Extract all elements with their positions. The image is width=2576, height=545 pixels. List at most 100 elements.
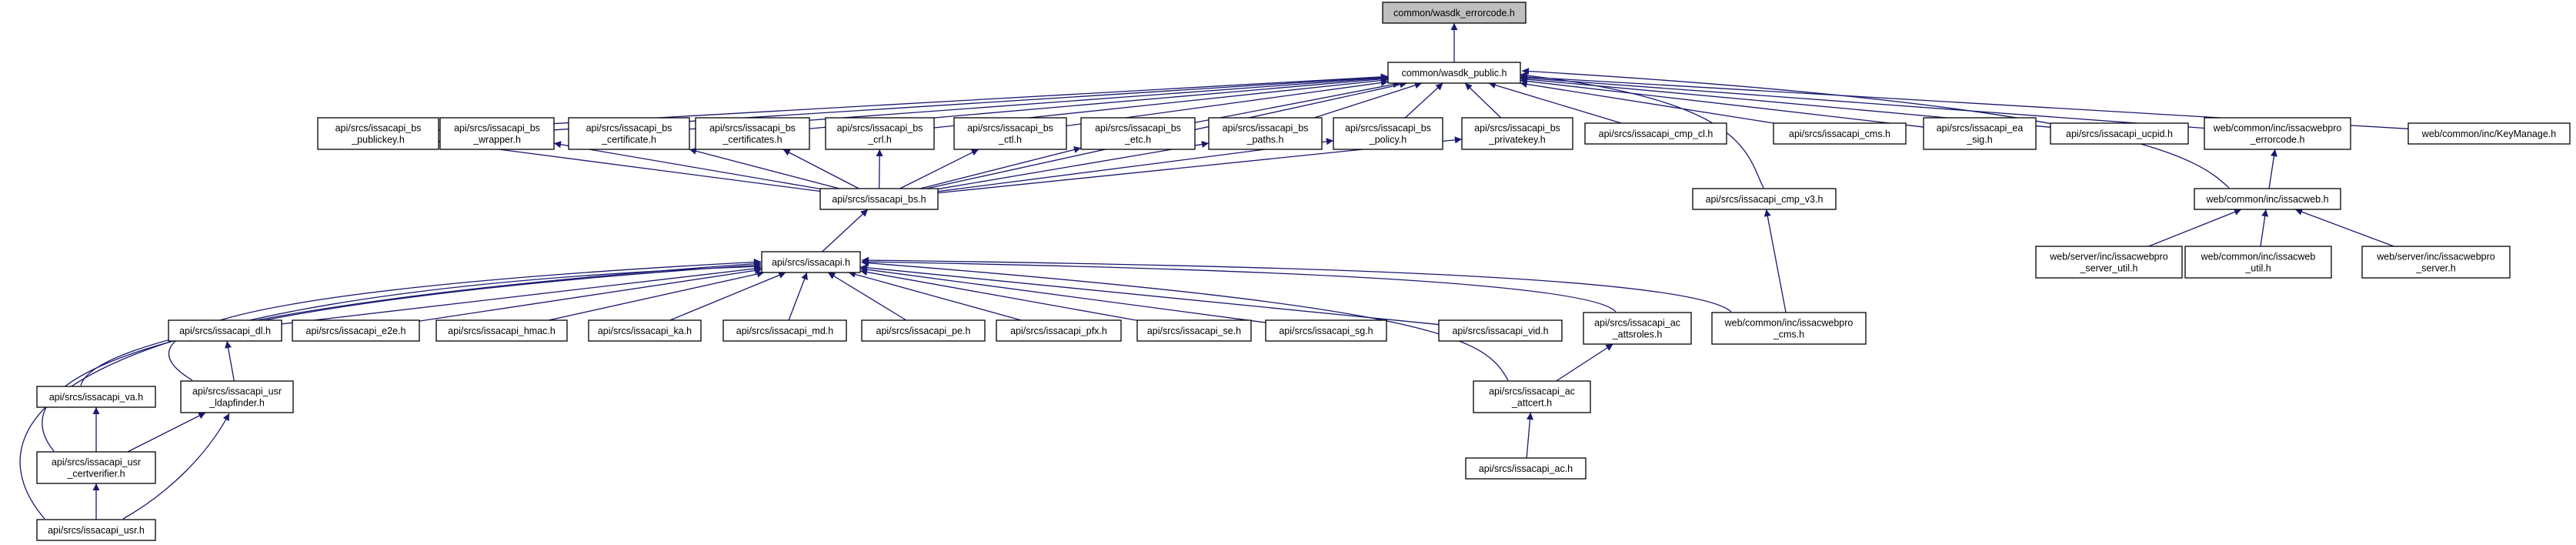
edge-ac_attcert-to-issacapi: [861, 259, 1509, 381]
node-dl[interactable]: api/srcs/issacapi_dl.h: [168, 319, 282, 342]
node-label-line: _certificate.h: [601, 135, 656, 145]
edge-usr-to-usr_ldapfinder: [122, 413, 230, 520]
node-box: [180, 380, 294, 413]
node-webpro-server[interactable]: web/server/inc/issacwebpro_server.h: [2361, 246, 2511, 279]
node-box: [1473, 380, 1591, 413]
node-label-line: _errorcode.h: [2250, 135, 2305, 145]
edge-cmp_cl-to-public: [1488, 82, 1622, 124]
node-box: [2035, 246, 2183, 279]
node-label-line: common/wasdk_errorcode.h: [1393, 8, 1515, 18]
node-bs-ctl[interactable]: api/srcs/issacapi_bs_ctl.h: [953, 117, 1067, 150]
node-label-line: web/server/inc/issacwebpro: [2049, 252, 2168, 262]
node-bs-certificates[interactable]: api/srcs/issacapi_bs_certificates.h: [695, 117, 810, 150]
node-sg[interactable]: api/srcs/issacapi_sg.h: [1265, 319, 1387, 342]
edge-webpro_errorcode-to-public: [1520, 74, 2205, 129]
node-bs[interactable]: api/srcs/issacapi_bs.h: [819, 188, 939, 210]
node-pe[interactable]: api/srcs/issacapi_pe.h: [861, 319, 986, 342]
edge-ka-to-issacapi: [669, 272, 786, 321]
node-box: [568, 117, 690, 150]
node-box: [1461, 117, 1573, 150]
node-label-line: _certverifier.h: [66, 469, 125, 480]
edge-usr-to-issacapi: [19, 262, 762, 520]
node-server-util[interactable]: web/server/inc/issacwebpro_server_util.h: [2035, 246, 2183, 279]
node-e2e[interactable]: api/srcs/issacapi_e2e.h: [292, 319, 420, 342]
edge-issacweb-to-webpro_errorcode: [2268, 149, 2277, 189]
node-bs-privatekey[interactable]: api/srcs/issacapi_bs_privatekey.h: [1461, 117, 1573, 150]
node-se[interactable]: api/srcs/issacapi_se.h: [1136, 319, 1252, 342]
node-label-line: _etc.h: [1124, 135, 1151, 145]
node-hmac[interactable]: api/srcs/issacapi_hmac.h: [435, 319, 568, 342]
node-label-line: api/srcs/issacapi_pe.h: [876, 326, 971, 336]
node-box: [435, 319, 568, 342]
edge-dl-to-issacapi: [281, 265, 762, 325]
node-bs-etc[interactable]: api/srcs/issacapi_bs_etc.h: [1080, 117, 1196, 150]
node-cms[interactable]: api/srcs/issacapi_cms.h: [1773, 122, 1907, 145]
node-label-line: _wrapper.h: [472, 135, 521, 145]
node-label-line: api/srcs/issacapi_bs.h: [832, 194, 926, 205]
edge-vid-to-issacapi: [859, 264, 1440, 326]
nodes-layer: common/wasdk_errorcode.h common/wasdk_pub…: [36, 2, 2571, 541]
node-issacapi[interactable]: api/srcs/issacapi.h: [761, 251, 861, 273]
node-bs-paths[interactable]: api/srcs/issacapi_bs_paths.h: [1208, 117, 1323, 150]
edge-bs-to-bs_paths: [937, 140, 1210, 190]
node-bs-certificate[interactable]: api/srcs/issacapi_bs_certificate.h: [568, 117, 690, 150]
node-web-util[interactable]: web/common/inc/issacweb_util.h: [2184, 246, 2332, 279]
edge-bs_privatekey-to-public: [1464, 82, 1502, 119]
node-box: [1711, 312, 1867, 345]
node-box: [1465, 457, 1587, 480]
node-bs-crl[interactable]: api/srcs/issacapi_bs_crl.h: [825, 117, 935, 150]
node-issacweb[interactable]: web/common/inc/issacweb.h: [2194, 188, 2341, 210]
node-label-line: _attcert.h: [1511, 398, 1552, 409]
node-box: [722, 319, 847, 342]
node-usr-certverifier[interactable]: api/srcs/issacapi_usr_certverifier.h: [36, 451, 156, 484]
node-keymanage[interactable]: web/common/inc/KeyManage.h: [2407, 122, 2571, 145]
node-webpro-cms[interactable]: web/common/inc/issacwebpro_cms.h: [1711, 312, 1867, 345]
node-label-line: api/srcs/issacapi_ka.h: [598, 326, 692, 336]
node-usr-ldapfinder[interactable]: api/srcs/issacapi_usr_ldapfinder.h: [180, 380, 294, 413]
node-bs-wrapper[interactable]: api/srcs/issacapi_bs_wrapper.h: [439, 117, 555, 150]
node-va[interactable]: api/srcs/issacapi_va.h: [36, 386, 156, 408]
node-box: [695, 117, 810, 150]
node-root[interactable]: common/wasdk_errorcode.h: [1382, 2, 1527, 24]
node-label-line: api/srcs/issacapi_bs: [586, 123, 672, 134]
node-ac-attcert[interactable]: api/srcs/issacapi_ac_attcert.h: [1473, 380, 1591, 413]
node-label-line: api/srcs/issacapi_md.h: [736, 326, 833, 336]
edge-ea_sig-to-public: [1520, 77, 1924, 128]
node-label-line: api/srcs/issacapi_sg.h: [1279, 326, 1373, 336]
node-label-line: api/srcs/issacapi_ucpid.h: [2066, 129, 2173, 139]
node-pfx[interactable]: api/srcs/issacapi_pfx.h: [996, 319, 1122, 342]
node-usr[interactable]: api/srcs/issacapi_usr.h: [36, 519, 156, 541]
node-cmp-cl[interactable]: api/srcs/issacapi_cmp_cl.h: [1584, 122, 1727, 145]
node-box: [1438, 319, 1563, 342]
node-label-line: web/common/inc/issacwebpro: [1724, 318, 1854, 329]
node-box: [996, 319, 1122, 342]
node-bs-publickey[interactable]: api/srcs/issacapi_bs_publickey.h: [317, 117, 439, 150]
node-label-line: _privatekey.h: [1488, 135, 1545, 145]
edge-bs-to-bs_wrapper: [553, 141, 821, 190]
node-public[interactable]: common/wasdk_public.h: [1387, 62, 1521, 84]
node-cmp-v3[interactable]: api/srcs/issacapi_cmp_v3.h: [1692, 188, 1837, 210]
edge-bs-to-bs_ctl: [899, 149, 979, 189]
node-label-line: _policy.h: [1369, 135, 1406, 145]
node-box: [761, 251, 861, 273]
edge-bs-to-bs_etc: [919, 146, 1082, 189]
node-ac-attsroles[interactable]: api/srcs/issacapi_ac_attsroles.h: [1583, 312, 1692, 345]
node-md[interactable]: api/srcs/issacapi_md.h: [722, 319, 847, 342]
node-bs-policy[interactable]: api/srcs/issacapi_bs_policy.h: [1333, 117, 1443, 150]
node-ucpid[interactable]: api/srcs/issacapi_ucpid.h: [2050, 122, 2189, 145]
node-vid[interactable]: api/srcs/issacapi_vid.h: [1438, 319, 1563, 342]
node-box: [588, 319, 702, 342]
edge-hmac-to-issacapi: [548, 270, 765, 321]
node-box: [1583, 312, 1692, 345]
edge-issacapi-to-bs: [822, 209, 869, 252]
edge-pe-to-issacapi: [827, 272, 907, 321]
node-label-line: web/common/inc/issacweb: [2201, 252, 2316, 262]
node-label-line: _attsroles.h: [1612, 329, 1663, 340]
node-box: [819, 188, 939, 210]
node-webpro-errorcode[interactable]: web/common/inc/issacwebpro_errorcode.h: [2204, 117, 2351, 150]
node-label-line: api/srcs/issacapi_ac: [1489, 386, 1575, 397]
node-ka[interactable]: api/srcs/issacapi_ka.h: [588, 319, 702, 342]
node-ac[interactable]: api/srcs/issacapi_ac.h: [1465, 457, 1587, 480]
node-ea-sig[interactable]: api/srcs/issacapi_ea_sig.h: [1923, 117, 2037, 150]
node-label-line: _server_util.h: [2079, 263, 2137, 274]
